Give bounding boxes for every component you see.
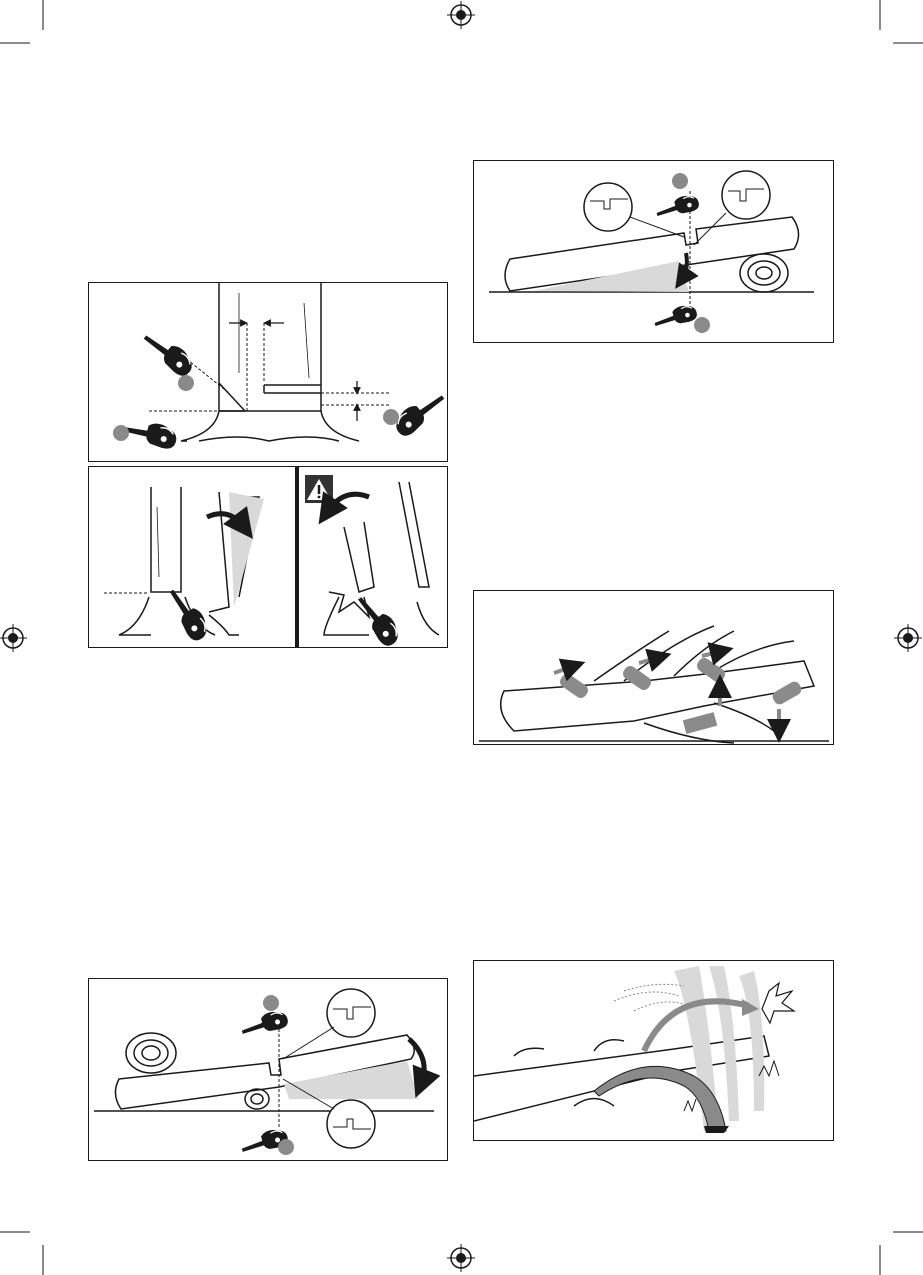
callout-marker <box>383 409 399 425</box>
chainsaw-icon <box>239 1008 289 1038</box>
chainsaw-icon <box>654 193 700 221</box>
figure-limbing <box>473 590 834 745</box>
crosshair-top <box>447 1 475 29</box>
figure-bucking-one-end <box>88 978 448 1161</box>
crosshair-right <box>894 624 922 652</box>
figure-tree-falls-backward <box>296 466 448 648</box>
callout-marker <box>263 995 279 1011</box>
arrow-icon <box>702 651 722 656</box>
impact-burst-icon <box>762 983 794 1023</box>
chainsaw-icon <box>652 303 698 331</box>
figure-spring-pole <box>473 960 834 1141</box>
curved-arrow-icon <box>327 494 369 512</box>
callout-marker <box>113 425 129 441</box>
chainsaw-icon <box>353 590 404 648</box>
chainsaw-icon <box>390 386 448 440</box>
callout-marker <box>672 173 688 189</box>
crosshair-bottom <box>447 1244 475 1272</box>
chainsaw-icon <box>165 584 213 644</box>
figure-bucking-both-ends <box>473 160 834 343</box>
figure-tree-falls-correctly <box>88 466 296 648</box>
callout-marker <box>694 317 710 333</box>
chainsaw-icon <box>140 326 198 380</box>
crosshair-left <box>0 624 27 652</box>
figure-felling-notch <box>88 282 448 462</box>
callout-marker <box>178 375 194 391</box>
arrow-icon <box>554 666 574 673</box>
callout-marker <box>278 1139 294 1155</box>
